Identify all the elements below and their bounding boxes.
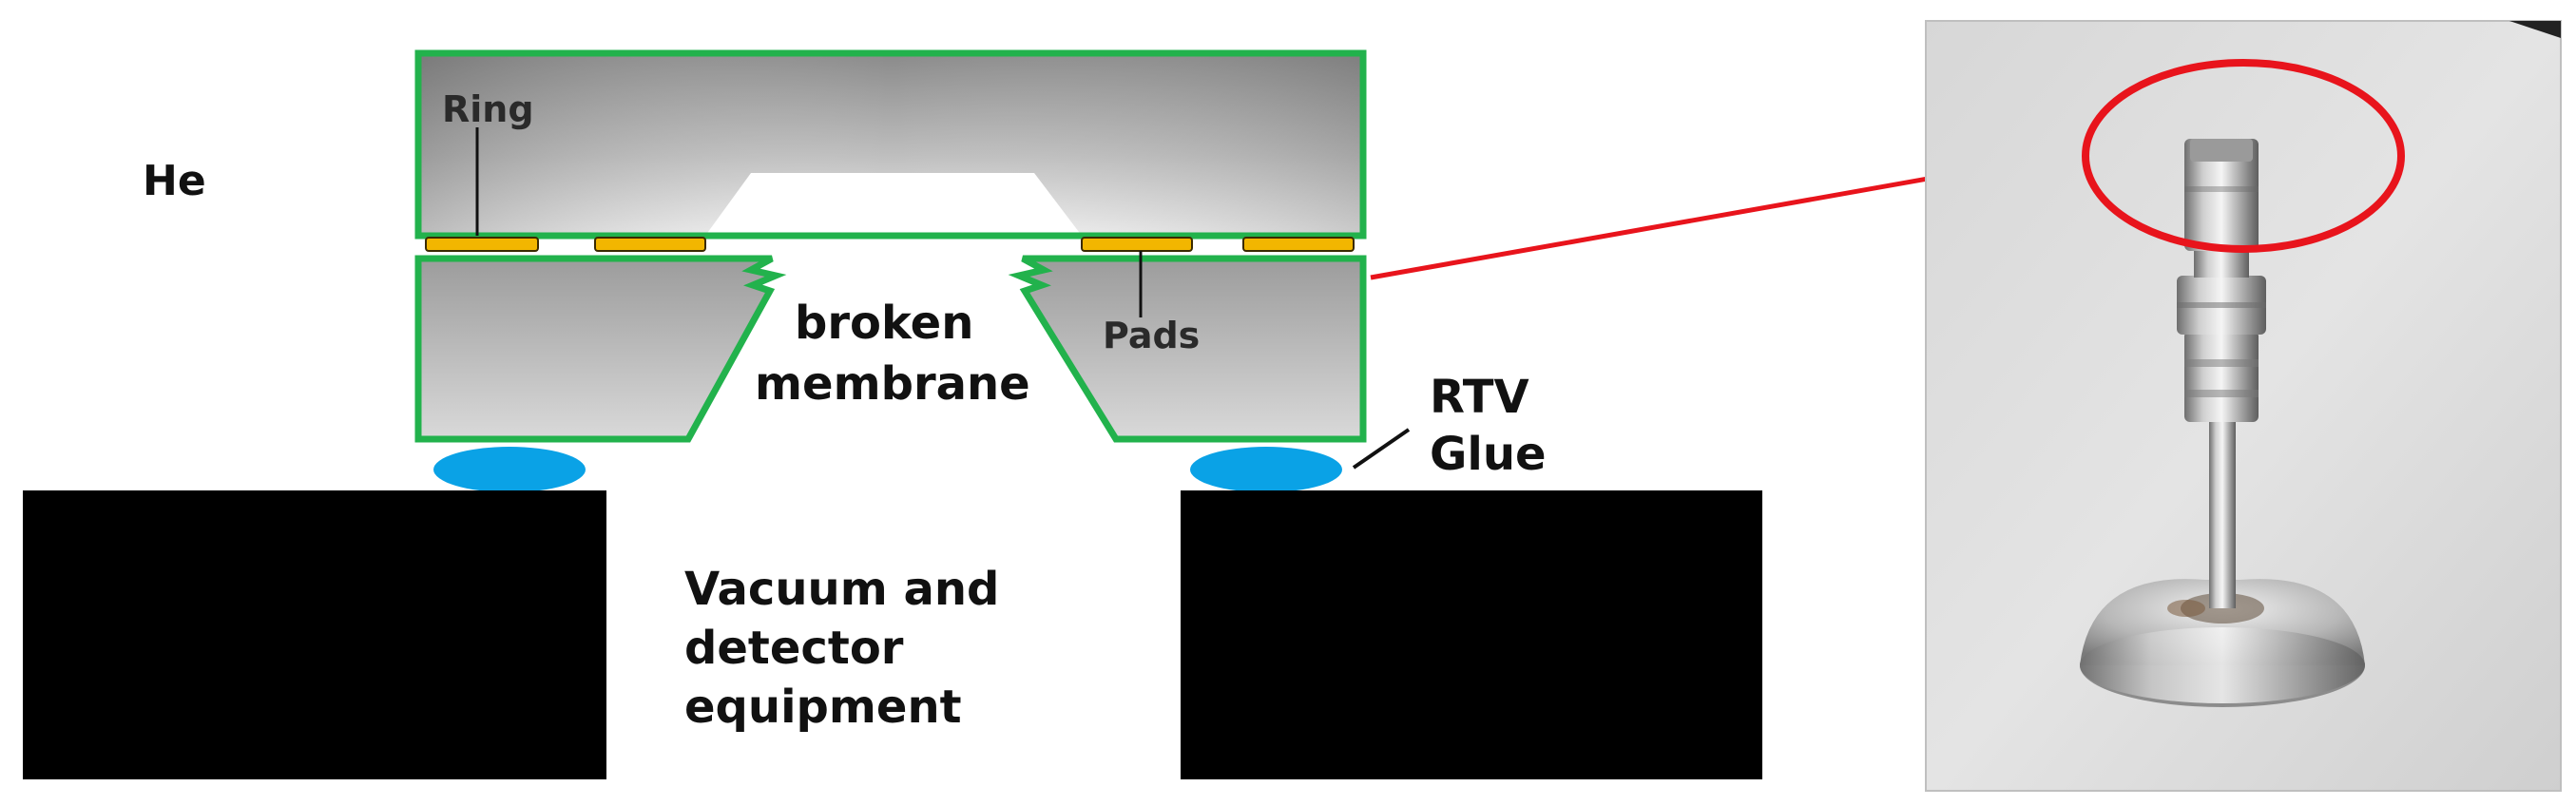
bottom-chip [414,255,1367,443]
vacuum-label-2: detector [684,622,904,675]
pads-label: Pads [1103,315,1200,356]
ring-label: Ring [442,88,534,130]
rtv-leader-line [1352,428,1411,470]
he-label: He [143,157,206,205]
vacuum-block-right [1181,490,1762,779]
rtv-glue [433,447,1342,492]
vacuum-label-1: Vacuum and [684,563,999,616]
highlight-circle [2082,59,2405,253]
vacuum-label-3: equipment [684,681,962,734]
broken-membrane-label-1: broken [795,297,973,350]
vacuum-block-left [23,490,606,779]
broken-membrane-label-2: membrane [755,357,1030,411]
pad-row [425,237,1355,252]
valve-photo [1925,20,2562,792]
glue-label: Glue [1430,428,1547,481]
top-chip [414,49,1367,240]
rtv-label: RTV [1430,371,1529,424]
